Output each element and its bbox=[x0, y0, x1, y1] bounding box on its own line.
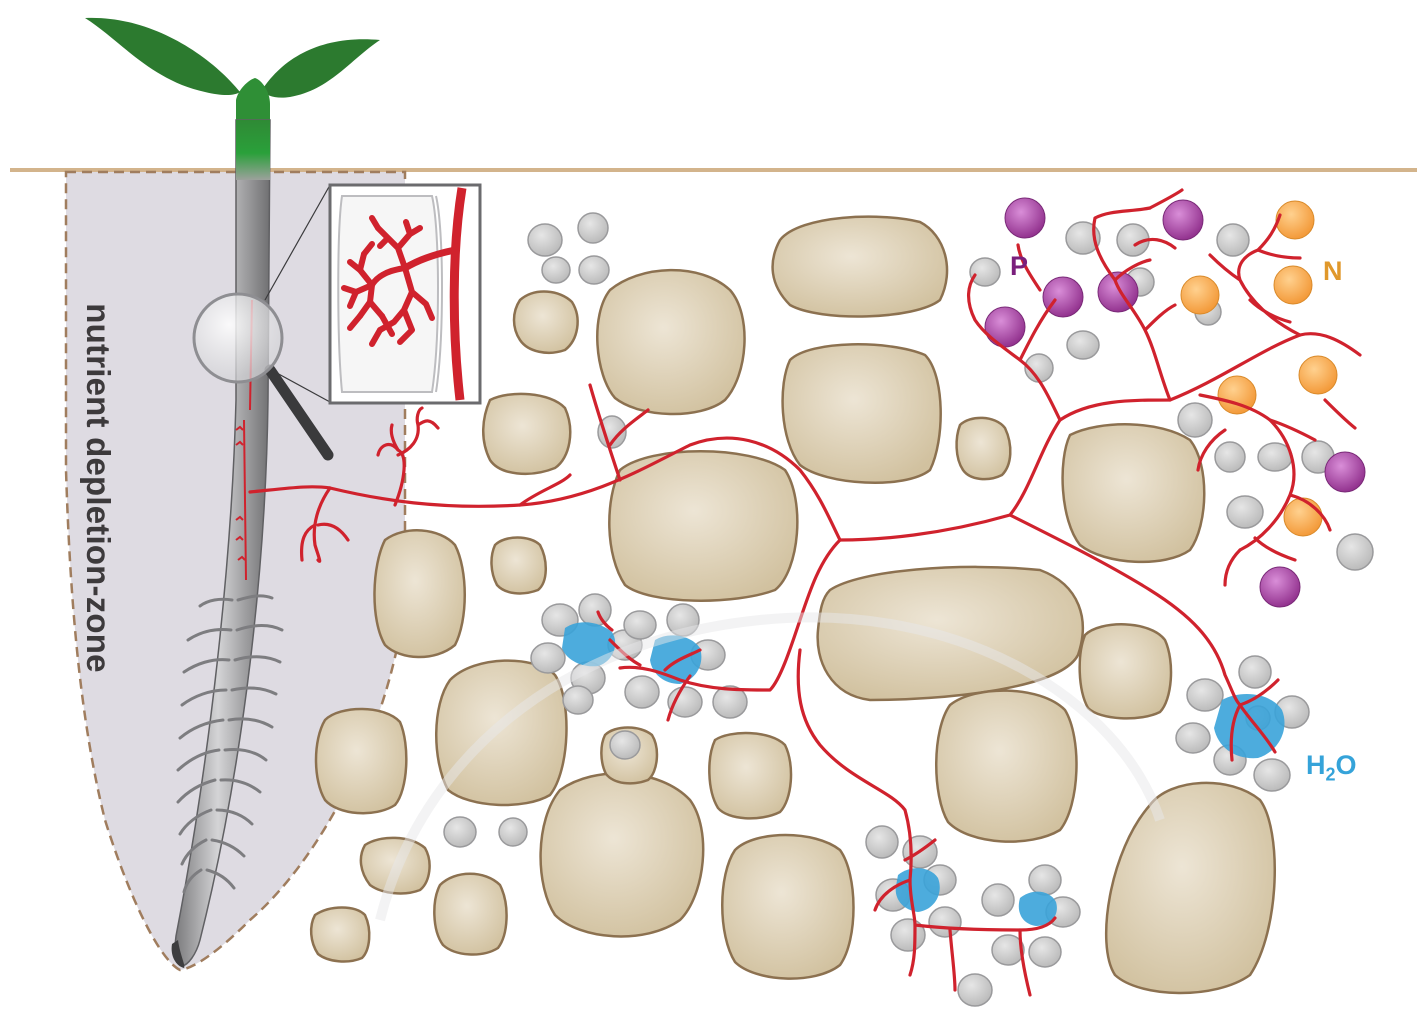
depletion-zone-text: nutrient depletion-zone bbox=[79, 303, 117, 672]
water-label: H2O bbox=[1306, 752, 1357, 783]
seedling-icon bbox=[85, 18, 380, 98]
nitrogen-label: N bbox=[1323, 258, 1343, 285]
water-label-sub: 2 bbox=[1326, 764, 1336, 784]
water-label-o: O bbox=[1336, 750, 1357, 780]
water-label-h: H bbox=[1306, 750, 1326, 780]
phosphorus-label: P bbox=[1010, 253, 1028, 280]
arbuscule-inset bbox=[330, 185, 480, 403]
